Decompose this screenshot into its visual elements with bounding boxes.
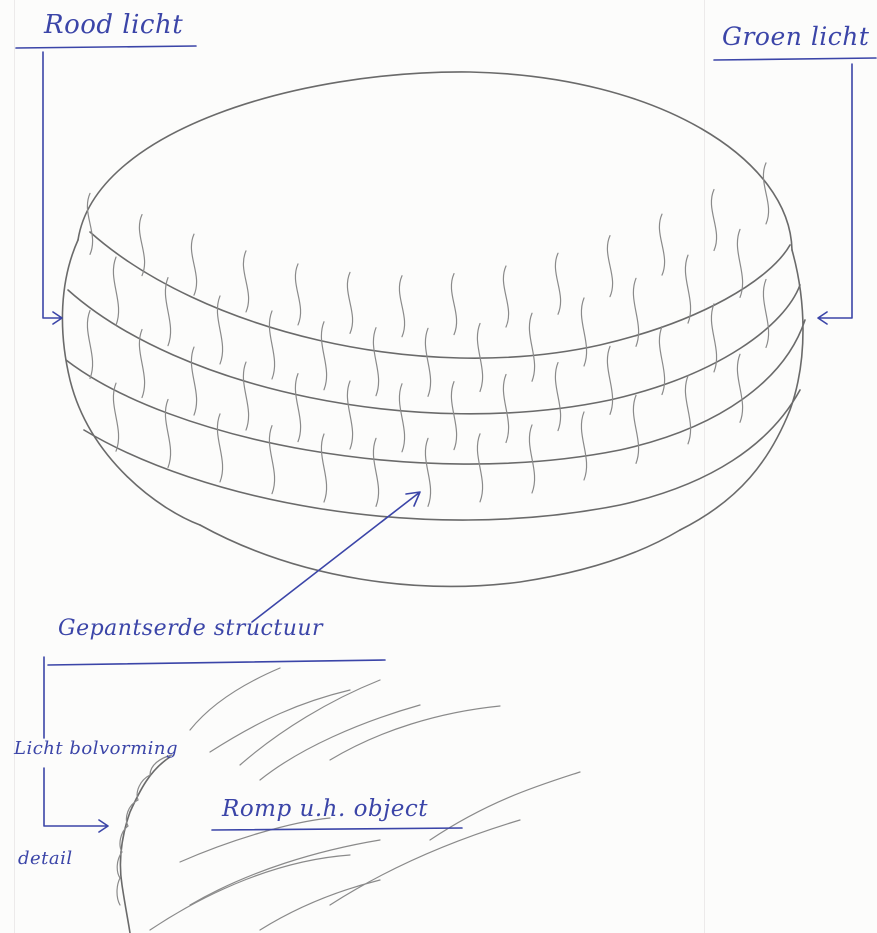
scale-divider: [555, 363, 560, 431]
scale-divider: [659, 327, 664, 395]
scale-divider: [685, 376, 690, 444]
scale-divider: [113, 257, 118, 325]
disc-bottom-edge: [200, 525, 680, 586]
hull-stroke-4: [260, 705, 420, 780]
scale-divider: [243, 362, 248, 430]
scale-divider: [87, 311, 92, 379]
scale-divider: [373, 438, 378, 506]
scale-divider: [425, 328, 430, 396]
disc-left-side: [62, 240, 200, 525]
scale-divider: [321, 434, 326, 502]
scale-divider: [399, 384, 404, 452]
hull-stroke-6: [180, 818, 330, 862]
hull-stroke-9: [330, 820, 520, 905]
armored-structure-underline: [48, 660, 385, 665]
scale-divider: [503, 374, 508, 442]
red-light-underline: [16, 46, 196, 48]
side-bands: [66, 232, 805, 520]
scale-divider: [607, 346, 612, 414]
scale-divider: [529, 425, 534, 493]
scale-divider: [165, 278, 170, 346]
light-curvature-label: Licht bolvorming: [14, 738, 178, 759]
hull-stroke-1: [190, 668, 280, 730]
scale-divider: [217, 296, 222, 364]
scale-divider: [685, 255, 690, 323]
scale-divider: [295, 374, 300, 442]
red-light-arrow: [43, 52, 62, 324]
band-1: [90, 232, 790, 358]
scale-divider: [659, 214, 664, 275]
hull-stroke-3: [210, 690, 350, 752]
hull-stroke-5: [330, 706, 500, 760]
scale-divider: [633, 395, 638, 463]
scale-divider: [737, 354, 742, 422]
scale-divider: [607, 236, 612, 297]
red-light-label: Rood licht: [44, 10, 183, 40]
scale-divider: [269, 426, 274, 494]
scale-divider: [711, 190, 716, 251]
scale-divider: [295, 264, 300, 325]
scale-divider: [529, 313, 534, 381]
green-light-underline: [714, 58, 876, 60]
armored-scales: [87, 163, 768, 506]
scale-divider: [243, 251, 248, 312]
scale-divider: [763, 163, 768, 224]
scale-divider: [555, 253, 560, 314]
hull-stroke-8: [150, 855, 350, 930]
body-underline: [212, 828, 462, 830]
detail-label: detail: [18, 848, 73, 869]
hull-edge: [120, 757, 170, 933]
scale-divider: [581, 298, 586, 366]
green-light-label: Groen licht: [722, 22, 869, 51]
band-3: [66, 320, 805, 464]
scale-divider: [581, 412, 586, 480]
scale-divider: [763, 279, 768, 347]
band-4: [84, 390, 800, 520]
scale-divider: [165, 399, 170, 467]
hull-stroke-11: [260, 880, 380, 930]
body-label: Romp u.h. object: [222, 796, 428, 822]
scale-divider: [321, 322, 326, 390]
scale-divider: [139, 215, 144, 276]
scale-divider: [347, 381, 352, 449]
scale-divider: [451, 382, 456, 450]
scale-divider: [711, 304, 716, 372]
scale-divider: [399, 276, 404, 337]
disc-object: [62, 72, 803, 586]
scale-divider: [425, 438, 430, 506]
scale-divider: [113, 383, 118, 451]
armored-structure-label: Gepantserde structuur: [58, 616, 323, 641]
scale-divider: [373, 328, 378, 396]
scale-divider: [191, 234, 196, 295]
scale-divider: [451, 274, 456, 335]
scale-divider: [503, 266, 508, 327]
green-light-arrow: [818, 64, 852, 324]
scale-divider: [347, 272, 352, 333]
scale-divider: [191, 347, 196, 415]
scale-divider: [737, 229, 742, 297]
disc-top-ellipse: [78, 72, 792, 250]
hull-stroke-7: [190, 840, 380, 905]
hull-stroke-10: [430, 772, 580, 840]
scale-divider: [477, 434, 482, 502]
scale-divider: [269, 311, 274, 379]
scale-divider: [217, 414, 222, 482]
